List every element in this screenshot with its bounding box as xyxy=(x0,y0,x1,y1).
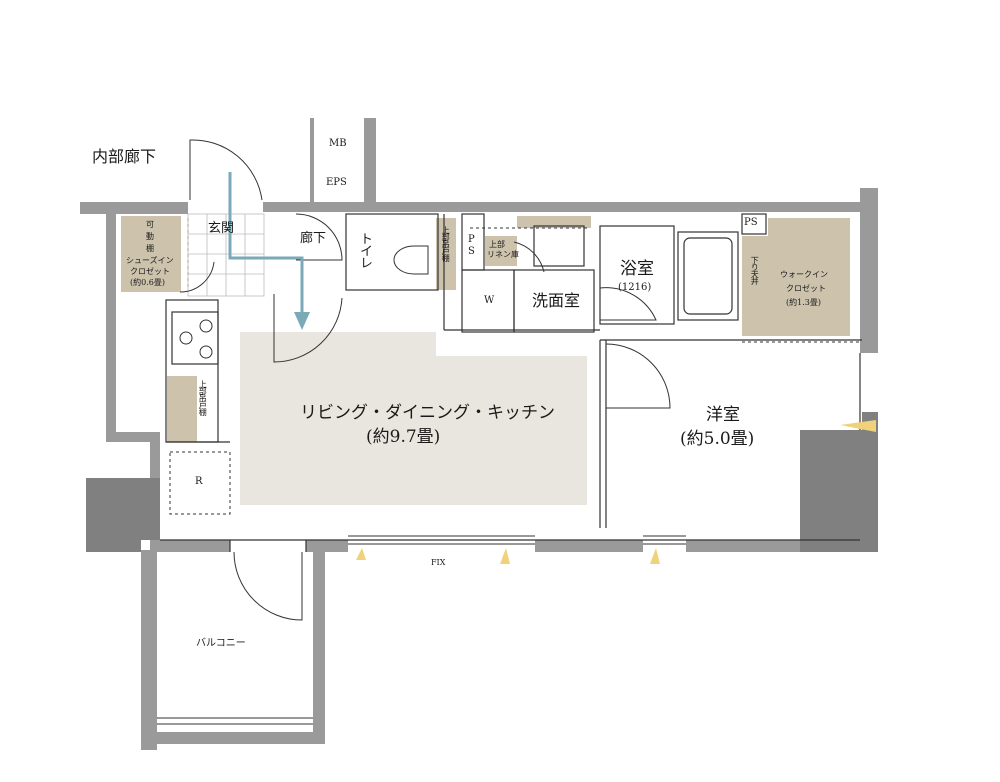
balcony-rail xyxy=(157,717,313,725)
ps1-p-label: P xyxy=(468,234,475,245)
ps1-s-label: S xyxy=(468,246,475,257)
drop-ceiling-fill xyxy=(742,236,768,336)
fix-label: FIX xyxy=(431,558,446,567)
shoe-label-5: クロゼット xyxy=(130,267,170,276)
walls xyxy=(80,118,878,750)
door-swings xyxy=(179,139,671,621)
columns xyxy=(86,412,878,552)
arrow-head xyxy=(294,312,310,330)
windows xyxy=(348,535,686,545)
wic-label-3: (約1.3畳) xyxy=(786,298,821,307)
toilet-label: トイレ xyxy=(356,232,372,268)
ps2-label: PS xyxy=(744,217,758,228)
wic-label-2: クロゼット xyxy=(786,284,826,293)
washroom-label: 洗面室 xyxy=(532,291,581,310)
partitions xyxy=(160,213,862,552)
wic-fill xyxy=(768,218,850,336)
shoe-label-4: シューズイン xyxy=(126,256,174,265)
toilet-shelf-label: 上部吊戸棚 xyxy=(441,226,451,261)
linen-label-2: リネン庫 xyxy=(487,250,519,259)
shoe-label-1: 可 xyxy=(146,220,154,229)
entrance-tiles xyxy=(187,213,265,297)
fridge-label: R xyxy=(195,476,203,487)
bath-upper-fill xyxy=(517,216,591,228)
shoe-label-2: 動 xyxy=(146,232,154,241)
shoe-label-6: (約0.6畳) xyxy=(130,278,165,287)
bath-label: 浴室 xyxy=(620,259,654,279)
stove xyxy=(179,319,213,359)
toilet-shelf-fill xyxy=(436,218,456,290)
flow-arrow xyxy=(228,172,304,318)
linen-fill xyxy=(485,236,517,266)
linen-label-1: 上部 xyxy=(489,240,505,249)
western-label-2: (約5.0畳) xyxy=(680,429,755,449)
window-lights xyxy=(356,420,876,564)
ldk-floor xyxy=(240,332,587,505)
western-label-1: 洋室 xyxy=(706,405,740,425)
drop-ceiling-label: 下り天井 xyxy=(750,256,760,284)
entrance-label: 玄関 xyxy=(208,221,235,236)
shoe-closet-fill xyxy=(121,216,181,292)
mb-label: MB xyxy=(329,138,347,149)
wic-label-1: ウォークイン xyxy=(780,270,828,279)
kitchen-shelf-label: 上部吊戸棚 xyxy=(198,380,208,415)
kitchen-shelf-fill xyxy=(167,376,197,442)
eps-label: EPS xyxy=(326,177,347,188)
balcony-label: バルコニー xyxy=(196,638,246,649)
washer-label: W xyxy=(484,295,495,306)
hall-label: 廊下 xyxy=(300,231,327,246)
ldk-label-1: リビング・ダイニング・キッチン xyxy=(300,403,555,423)
ldk-label-2: (約9.7畳) xyxy=(366,427,441,447)
bath-size-label: (1216) xyxy=(618,282,652,293)
toilet-bowl xyxy=(393,245,429,275)
shoe-label-3: 棚 xyxy=(146,244,154,253)
corridor-label: 内部廊下 xyxy=(92,147,157,166)
